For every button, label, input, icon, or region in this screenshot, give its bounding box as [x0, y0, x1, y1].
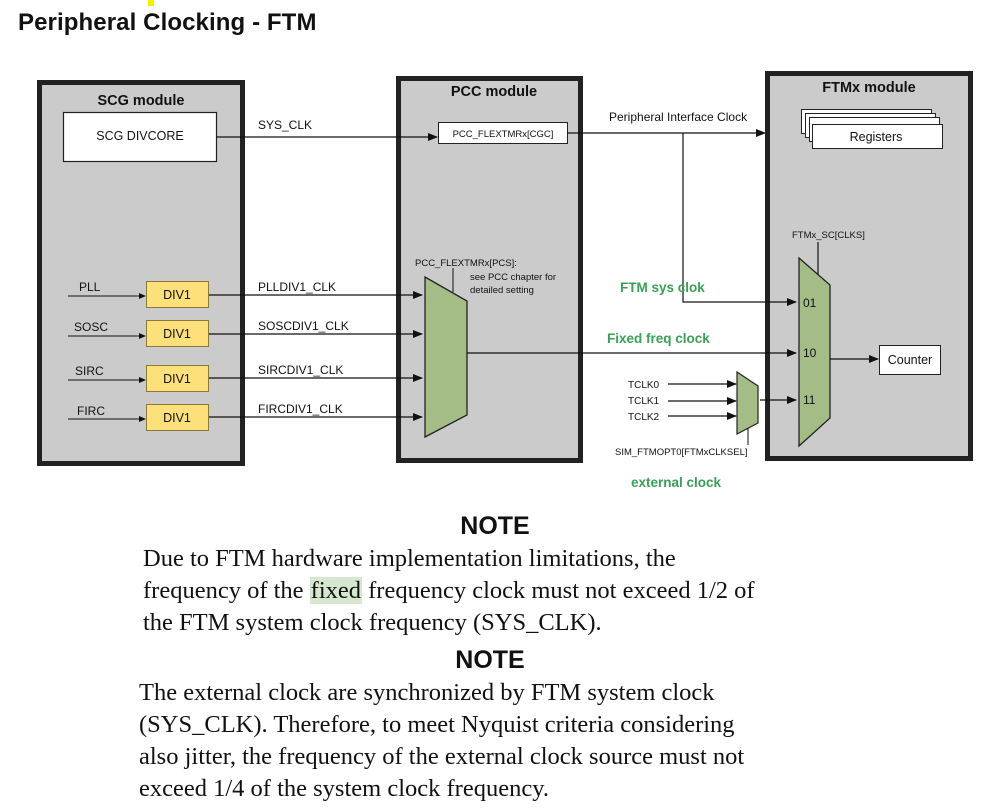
note-text: The external clock are synchronized by F…	[139, 679, 715, 706]
clocking-diagram: SCG module SCG DIVCORE PCC module PCC_FL…	[37, 71, 973, 490]
mux-input-01: 01	[803, 296, 817, 310]
fircdiv1-clk-label: FIRCDIV1_CLK	[258, 402, 343, 416]
peripheral-interface-clock-label: Peripheral Interface Clock	[609, 110, 748, 124]
ftm-sys-clock-annotation: FTM sys clok	[620, 280, 705, 295]
note-2-line: The external clock are synchronized by F…	[139, 677, 744, 709]
note-2-line: also jitter, the frequency of the extern…	[139, 741, 744, 773]
pcc-pcs-label: PCC_FLEXTMRx[PCS]:	[415, 258, 517, 269]
note-text: Due to FTM hardware implementation limit…	[143, 545, 676, 572]
tclk2-label: TCLK2	[628, 412, 660, 423]
highlighted-word: fixed	[309, 577, 362, 604]
tclk0-label: TCLK0	[628, 380, 660, 391]
note-text: also jitter, the frequency of the extern…	[139, 743, 745, 770]
scg-module-title: SCG module	[97, 93, 184, 109]
mux-input-11: 11	[803, 393, 816, 407]
div1-label: DIV1	[163, 372, 191, 386]
counter-box	[879, 345, 941, 375]
scg-source-firc: FIRC DIV1 FIRCDIV1_CLK	[68, 402, 423, 431]
div1-box	[146, 365, 209, 392]
scg-source-sosc: SOSC DIV1 SOSCDIV1_CLK	[68, 319, 423, 347]
tclk1-label: TCLK1	[628, 396, 660, 407]
tclk-inputs: TCLK0 TCLK1 TCLK2	[628, 380, 737, 423]
note-1-heading: NOTE	[460, 512, 530, 540]
sircdiv1-clk-label: SIRCDIV1_CLK	[258, 363, 343, 377]
note-text: the FTM system clock frequency (SYS_CLK)…	[143, 609, 602, 636]
soscdiv1-clk-label: SOSCDIV1_CLK	[258, 319, 349, 333]
sosc-label: SOSC	[74, 320, 108, 334]
div1-box	[146, 404, 209, 431]
div1-label: DIV1	[163, 288, 191, 302]
pll-label: PLL	[79, 280, 101, 294]
note-1-line: the FTM system clock frequency (SYS_CLK)…	[143, 607, 755, 639]
scg-source-sirc: SIRC DIV1 SIRCDIV1_CLK	[68, 363, 423, 392]
div1-box	[146, 281, 209, 308]
div1-label: DIV1	[163, 327, 191, 341]
scg-module: SCG module SCG DIVCORE	[37, 80, 245, 466]
firc-label: FIRC	[77, 404, 105, 418]
note-2-body: The external clock are synchronized by F…	[139, 677, 744, 805]
note-1-line: frequency of the fixed frequency clock m…	[143, 575, 755, 607]
page-title: Peripheral Clocking - FTM	[18, 9, 317, 36]
ftm-clock-mux	[798, 256, 831, 448]
ftm-module-title: FTMx module	[822, 80, 915, 96]
registers-label: Registers	[850, 130, 903, 144]
counter-label: Counter	[888, 353, 932, 367]
note-2-line: exceed 1/4 of the system clock frequency…	[139, 773, 744, 805]
note-text: frequency clock must not exceed 1/2 of	[362, 577, 755, 604]
note-text: frequency of the	[143, 577, 310, 604]
pcc-clock-mux	[424, 275, 468, 439]
div1-box	[146, 320, 209, 347]
sirc-label: SIRC	[75, 364, 104, 378]
note-text: (SYS_CLK). Therefore, to meet Nyquist cr…	[139, 711, 735, 738]
tclk-select-label: SIM_FTMOPT0[FTMxCLKSEL]	[615, 447, 748, 458]
note-2-heading: NOTE	[455, 646, 525, 674]
div1-label: DIV1	[163, 411, 191, 425]
plldiv1-clk-label: PLLDIV1_CLK	[258, 280, 336, 294]
fixed-freq-clock-annotation: Fixed freq clock	[607, 331, 710, 346]
ftm-clks-label: FTMx_SC[CLKS]	[792, 230, 865, 241]
sys-clk-label: SYS_CLK	[258, 118, 312, 132]
pcc-cgc-label: PCC_FLEXTMRx[CGC]	[453, 129, 554, 140]
note-1-body: Due to FTM hardware implementation limit…	[143, 543, 755, 639]
note-text: exceed 1/4 of the system clock frequency…	[139, 775, 549, 802]
ftm-module: FTMx module Registers FTMx_SC[CLKS] 01 1…	[765, 71, 973, 461]
pcc-module-title: PCC module	[451, 84, 537, 100]
highlight-mark	[148, 0, 154, 6]
note-2-line: (SYS_CLK). Therefore, to meet Nyquist cr…	[139, 709, 744, 741]
scg-source-pll: PLL DIV1 PLLDIV1_CLK	[68, 280, 423, 308]
external-clock-annotation: external clock	[631, 475, 722, 490]
tclk-select-mux	[736, 370, 759, 435]
scg-divcore-label: SCG DIVCORE	[96, 129, 184, 143]
registers-stack	[801, 109, 943, 149]
mux-input-10: 10	[803, 346, 817, 360]
pcc-pcs-note-2: detailed setting	[470, 285, 534, 296]
note-1-line: Due to FTM hardware implementation limit…	[143, 543, 755, 575]
pcc-pcs-note-1: see PCC chapter for	[470, 272, 556, 283]
